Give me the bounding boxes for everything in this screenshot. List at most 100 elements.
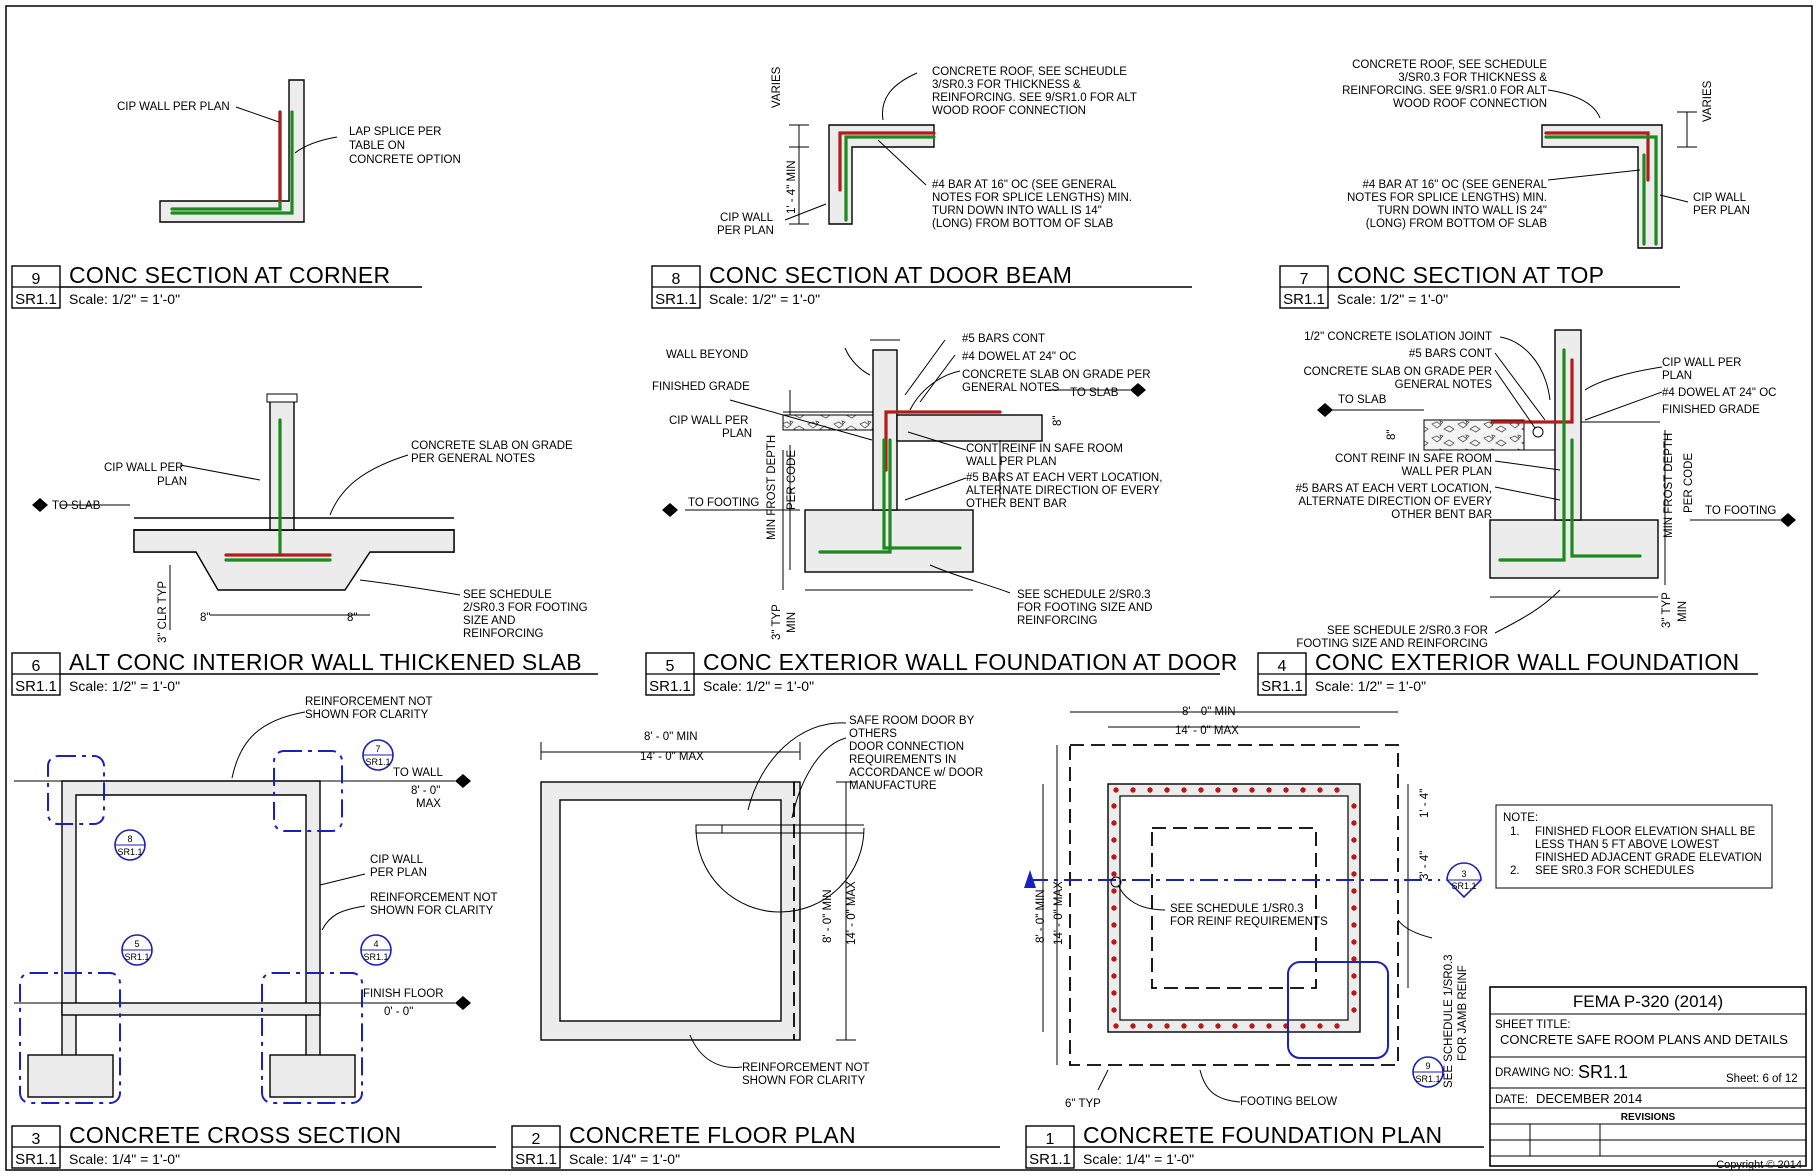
d3-bubble-8[interactable]: 8 SR1.1	[114, 829, 146, 861]
d4-slab-label: CONCRETE SLAB ON GRADE PER GENERAL NOTES	[1303, 366, 1492, 391]
d1-max-dim: 14' - 0" MAX	[1175, 725, 1239, 737]
svg-text:#4 BAR AT 16" OC (SEE GENERAL: #4 BAR AT 16" OC (SEE GENERAL	[932, 179, 1117, 191]
d4-joint: 1/2" CONCRETE ISOLATION JOINT	[1304, 331, 1492, 343]
svg-text:MIN FROST DEPTH: MIN FROST DEPTH	[1663, 433, 1675, 538]
detail-4-drawing	[1317, 329, 1796, 634]
d2-door-label: SAFE ROOM DOOR BY OTHERS	[849, 715, 975, 740]
svg-text:PER CODE: PER CODE	[786, 450, 798, 510]
tb-date: DECEMBER 2014	[1536, 1091, 1642, 1106]
svg-text:CONT REINF IN SAFE ROOM: CONT REINF IN SAFE ROOM	[1335, 453, 1492, 465]
d3-bubble-5[interactable]: 5 SR1.1	[121, 934, 153, 966]
detail-number: 1	[1046, 1131, 1055, 1148]
d3-reinf-mid-label: REINFORCEMENT NOT SHOWN FOR CLARITY	[370, 892, 498, 917]
detail-scale: Scale: 1/2" = 1'-0"	[1315, 678, 1426, 694]
detail-number: 3	[32, 1131, 41, 1148]
d3-bubble-7[interactable]: 7 SR1.1	[362, 739, 394, 771]
svg-text:(LONG) FROM BOTTOM OF SLAB: (LONG) FROM BOTTOM OF SLAB	[1366, 218, 1548, 230]
svg-text:MAX: MAX	[416, 798, 441, 810]
d8-bar-label: #4 BAR AT 16" OC (SEE GENERAL NOTES FOR …	[932, 179, 1132, 230]
svg-text:MIN FROST DEPTH: MIN FROST DEPTH	[766, 435, 778, 540]
svg-text:PER PLAN: PER PLAN	[370, 867, 427, 879]
svg-text:3: 3	[1461, 869, 1466, 879]
d5-typ-label: 3" TYP MIN	[771, 604, 798, 640]
detail-sheet-ref: SR1.1	[1261, 678, 1303, 695]
d5-tofooting: TO FOOTING	[688, 497, 759, 509]
d4-schedule-label: SEE SCHEDULE 2/SR0.3 FOR FOOTING SIZE AN…	[1296, 625, 1488, 650]
svg-text:3/SR0.3 FOR THICKNESS &: 3/SR0.3 FOR THICKNESS &	[932, 79, 1081, 91]
svg-text:CONT REINF IN SAFE ROOM: CONT REINF IN SAFE ROOM	[966, 443, 1123, 455]
d6-dim-8b: 8"	[347, 612, 357, 624]
detail-title: CONC SECTION AT TOP	[1337, 262, 1604, 288]
svg-text:PER PLAN: PER PLAN	[1693, 205, 1750, 217]
detail-title: ALT CONC INTERIOR WALL THICKENED SLAB	[69, 649, 582, 675]
svg-text:NOTE:: NOTE:	[1503, 812, 1538, 824]
d4-vert-label: #5 BARS AT EACH VERT LOCATION, ALTERNATE…	[1296, 483, 1493, 521]
svg-text:#4 BAR AT 16" OC (SEE GENERAL: #4 BAR AT 16" OC (SEE GENERAL	[1362, 179, 1547, 191]
d5-bars-cont: #5 BARS CONT	[962, 333, 1045, 345]
d7-cip-label: CIP WALL PER PLAN	[1693, 192, 1750, 217]
svg-text:PLAN: PLAN	[722, 428, 752, 440]
d1-min-dim: 8' - 0" MIN	[1182, 706, 1236, 718]
d3-towall: TO WALL	[393, 767, 443, 779]
svg-text:CIP WALL PER: CIP WALL PER	[104, 462, 183, 474]
d6-clr-dim: 3" CLR TYP	[157, 581, 169, 643]
detail-title: CONCRETE FOUNDATION PLAN	[1083, 1122, 1442, 1148]
svg-text:8' - 0": 8' - 0"	[411, 785, 440, 797]
detail-sheet-ref: SR1.1	[15, 291, 57, 308]
svg-text:FOR FOOTING SIZE AND: FOR FOOTING SIZE AND	[1017, 602, 1152, 614]
d3-cip-label: CIP WALL PER PLAN	[370, 854, 427, 879]
d1-dim-34: 3' - 4"	[1419, 851, 1431, 880]
svg-text:8: 8	[127, 834, 132, 844]
detail-scale: Scale: 1/2" = 1'-0"	[1337, 291, 1448, 307]
svg-text:OTHER BENT BAR: OTHER BENT BAR	[966, 498, 1067, 510]
svg-text:MIN: MIN	[1677, 601, 1689, 622]
svg-text:REINFORCING: REINFORCING	[463, 628, 544, 640]
d5-finished-grade: FINISHED GRADE	[652, 381, 750, 393]
d8-roof-label: CONCRETE ROOF, SEE SCHEUDLE 3/SR0.3 FOR …	[932, 66, 1137, 117]
tb-date-label: DATE:	[1495, 1094, 1528, 1106]
svg-text:TURN DOWN INTO WALL IS 14": TURN DOWN INTO WALL IS 14"	[932, 205, 1102, 217]
d1-bubble-3[interactable]: 3 SR1.1	[1446, 862, 1482, 899]
tb-copyright: Copyright © 2014	[1716, 1159, 1802, 1171]
svg-text:9: 9	[1425, 1061, 1430, 1071]
d5-frost-label: MIN FROST DEPTH PER CODE	[766, 435, 798, 540]
d4-frost-label: MIN FROST DEPTH PER CODE	[1663, 433, 1695, 538]
svg-text:CIP WALL PER: CIP WALL PER	[669, 415, 748, 427]
d5-wall-beyond: WALL BEYOND	[666, 349, 748, 361]
svg-text:LAP SPLICE PER: LAP SPLICE PER	[349, 126, 441, 138]
d8-varies: VARIES	[771, 66, 783, 108]
svg-text:REINFORCEMENT NOT: REINFORCEMENT NOT	[305, 696, 433, 708]
d5-slab-label: CONCRETE SLAB ON GRADE PER GENERAL NOTES	[962, 369, 1151, 394]
d3-reinf-top-label: REINFORCEMENT NOT SHOWN FOR CLARITY	[305, 696, 433, 721]
svg-text:GENERAL NOTES: GENERAL NOTES	[1395, 379, 1493, 391]
d4-dowel: #4 DOWEL AT 24" OC	[1662, 387, 1776, 399]
detail-number: 8	[672, 271, 681, 288]
d3-bubble-4[interactable]: 4 SR1.1	[360, 934, 392, 966]
svg-text:REINFORCEMENT NOT: REINFORCEMENT NOT	[742, 1062, 870, 1074]
d5-toslab: TO SLAB	[1070, 387, 1119, 399]
detail-scale: Scale: 1/2" = 1'-0"	[69, 678, 180, 694]
tb-sheet-title-label: SHEET TITLE:	[1495, 1019, 1571, 1031]
svg-text:CONCRETE ROOF, SEE SCHEDULE: CONCRETE ROOF, SEE SCHEDULE	[1352, 59, 1547, 71]
svg-text:SR1.1: SR1.1	[117, 847, 142, 857]
detail-scale: Scale: 1/2" = 1'-0"	[69, 291, 180, 307]
svg-text:CIP WALL: CIP WALL	[1693, 192, 1747, 204]
svg-text:PER CODE: PER CODE	[1683, 453, 1695, 513]
svg-text:3" TYP: 3" TYP	[771, 604, 783, 640]
d1-bubble-9[interactable]: 9 SR1.1	[1412, 1056, 1444, 1088]
svg-text:FINISHED FLOOR ELEVATION SHALL: FINISHED FLOOR ELEVATION SHALL BE	[1535, 826, 1756, 838]
detail-scale: Scale: 1/4" = 1'-0"	[1083, 1151, 1194, 1167]
svg-text:SHOWN FOR CLARITY: SHOWN FOR CLARITY	[370, 905, 494, 917]
svg-text:SR1.1: SR1.1	[365, 757, 390, 767]
d2-vmax-dim: 14' - 0" MAX	[846, 881, 858, 945]
d1-footing-below: FOOTING BELOW	[1240, 1096, 1337, 1108]
d6-cip-label: CIP WALL PER PLAN	[104, 462, 187, 488]
svg-text:3" TYP: 3" TYP	[1661, 592, 1673, 628]
detail-title: CONCRETE FLOOR PLAN	[569, 1122, 856, 1148]
svg-text:OTHERS: OTHERS	[849, 728, 897, 740]
d2-reinf-label: REINFORCEMENT NOT SHOWN FOR CLARITY	[742, 1062, 870, 1087]
